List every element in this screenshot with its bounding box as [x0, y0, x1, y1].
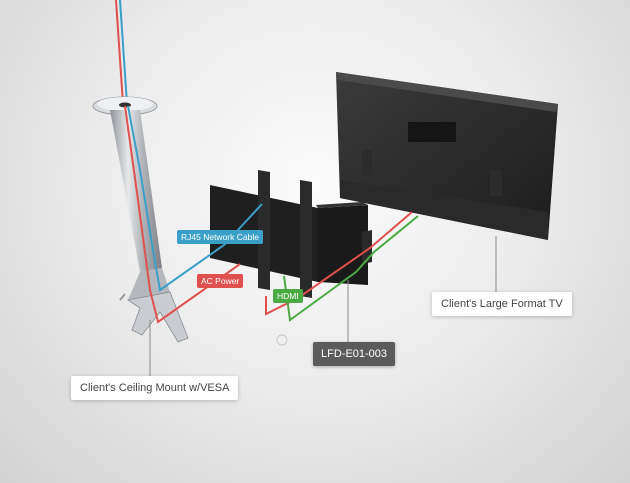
mount-point-marker — [276, 334, 288, 346]
leader-lines — [149, 236, 497, 376]
network-cable-tag: RJ45 Network Cable — [177, 230, 263, 244]
ceiling-cables — [115, 0, 128, 105]
hdmi-cable — [283, 215, 419, 322]
wall-bracket — [210, 170, 372, 298]
large-tv-label: Client's Large Format TV — [432, 292, 572, 316]
power-cable-tag: AC Power — [197, 274, 244, 288]
ceiling-mount-label: Client's Ceiling Mount w/VESA — [71, 376, 239, 400]
product-code-label: LFD-E01-003 — [313, 342, 396, 366]
tv-back — [336, 72, 558, 240]
hdmi-cable-tag: HDMI — [273, 289, 303, 303]
